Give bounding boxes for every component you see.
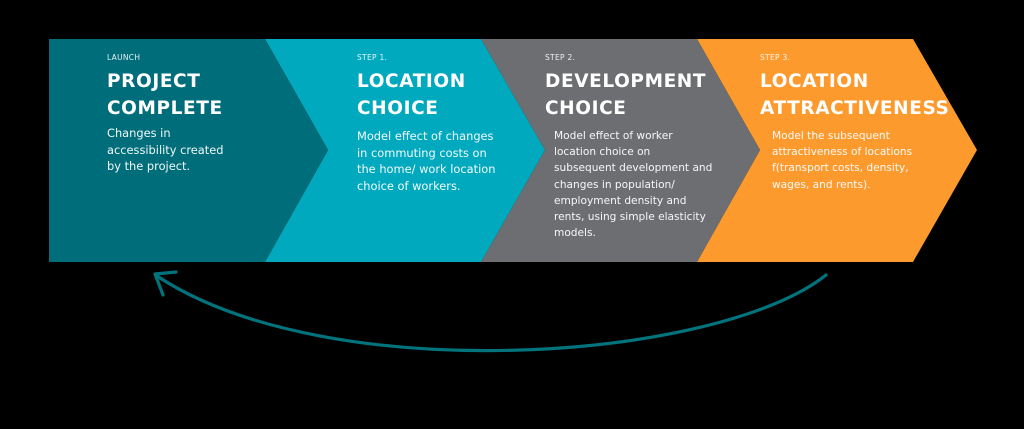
stage-title-line1: LOCATION [357,71,466,92]
chevron-step2-shape [481,39,760,262]
curved-return-arrow-icon [153,270,828,353]
stage-step2: STEP 2. DEVELOPMENT CHOICE Model effect … [545,53,745,241]
stage-step1: STEP 1. LOCATION CHOICE Model effect of … [357,53,527,194]
stage-launch: LAUNCH PROJECT COMPLETE Changes in acces… [107,53,267,175]
stage-title-line1: LOCATION [760,71,869,92]
stage-description: Model effect of changes in commuting cos… [357,129,496,193]
stage-title-line1: PROJECT [107,71,201,92]
stage-description: Model effect of worker location choice o… [554,130,713,240]
stage-kicker: STEP 2. [545,53,576,62]
stage-title-line2: CHOICE [545,98,627,119]
stage-title-line2: CHOICE [357,98,439,119]
chevron-step3-shape [697,39,977,262]
stage-description: Model the subsequent attractiveness of l… [772,130,913,191]
stage-title-line2: ATTRACTIVENESS [760,98,950,119]
stage-title-line1: DEVELOPMENT [545,71,707,92]
stage-description: Changes in accessibility created by the … [107,126,224,174]
stage-kicker: STEP 3. [760,53,791,62]
stage-kicker: LAUNCH [107,53,141,62]
chevron-launch-shape [49,39,328,262]
stage-title-line2: COMPLETE [107,98,223,119]
stage-kicker: STEP 1. [357,53,388,62]
chevron-step1-shape [265,39,545,262]
stage-step3: STEP 3. LOCATION ATTRACTIVENESS Model th… [760,53,960,193]
